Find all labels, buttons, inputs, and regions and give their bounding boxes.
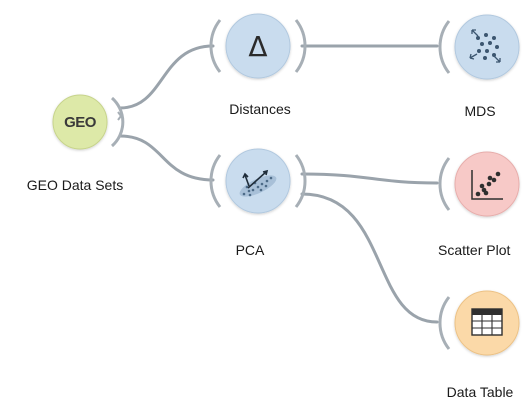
output-port-arc[interactable] <box>110 96 125 148</box>
scatter-plot-icon <box>471 170 503 200</box>
node-label-mds: MDS <box>464 103 496 119</box>
input-port-arc[interactable] <box>209 19 222 73</box>
node-scatter-plot[interactable] <box>438 151 520 217</box>
node-label-scatter-plot: Scatter Plot <box>438 242 511 258</box>
node-label-pca: PCA <box>235 242 265 258</box>
link-geo-pca[interactable] <box>118 134 215 182</box>
input-port-arc[interactable] <box>438 296 451 350</box>
input-port-arc[interactable] <box>209 154 222 208</box>
node-label-distances: Distances <box>229 101 291 117</box>
node-label-geo-datasets: GEO Data Sets <box>26 177 124 193</box>
node-label-data-table: Data Table <box>446 384 514 400</box>
geo-datasets-icon: GEO <box>64 114 97 131</box>
output-port-arc[interactable] <box>294 154 307 208</box>
input-port-arc[interactable] <box>438 157 451 211</box>
node-mds[interactable] <box>438 14 520 80</box>
input-port-arc[interactable] <box>438 20 451 74</box>
link-geo-distances[interactable] <box>118 44 215 110</box>
node-pca[interactable] <box>209 148 307 214</box>
link-pca-scatter[interactable] <box>300 172 439 185</box>
node-geo-datasets[interactable]: GEO <box>52 94 125 150</box>
data-table-icon <box>471 308 503 336</box>
distances-icon: Δ <box>248 30 267 63</box>
node-distances[interactable]: Δ <box>209 13 307 79</box>
node-data-table[interactable] <box>438 290 520 356</box>
link-pca-table[interactable] <box>300 192 439 324</box>
mds-icon <box>469 29 501 63</box>
output-port-arc[interactable] <box>294 19 307 73</box>
pca-icon <box>239 169 277 197</box>
